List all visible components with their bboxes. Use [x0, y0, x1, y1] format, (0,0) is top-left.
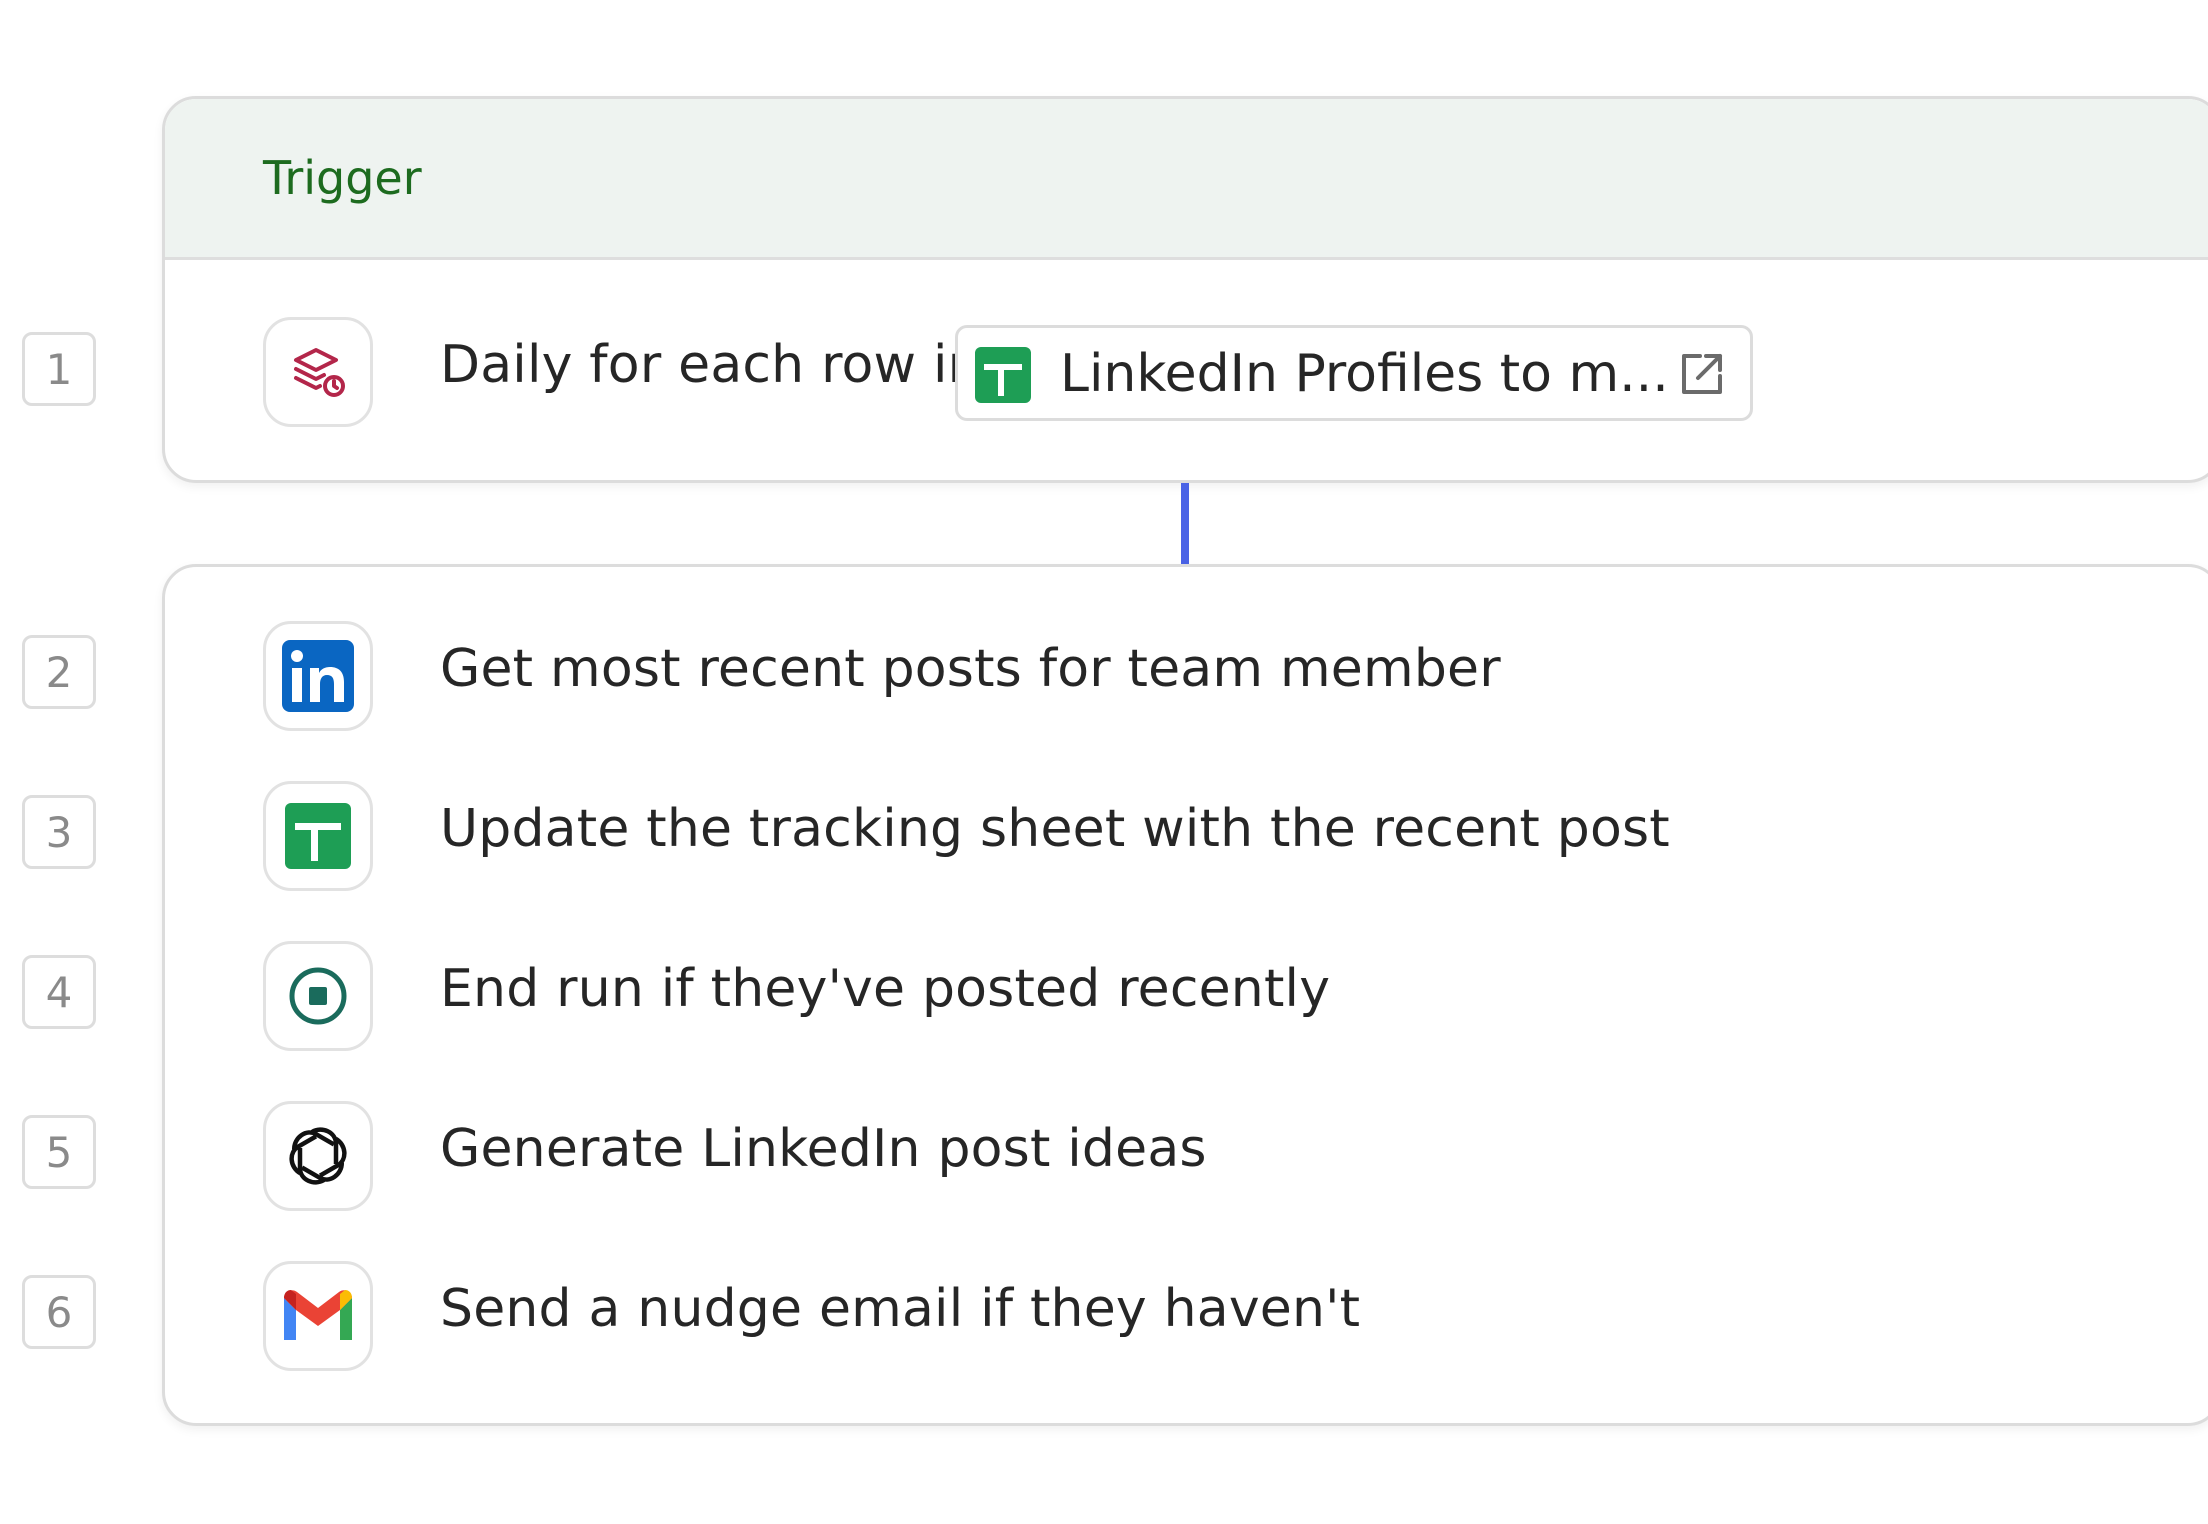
sheet-chip[interactable]: LinkedIn Profiles to m... — [955, 325, 1753, 421]
step-label-4: End run if they've posted recently — [440, 959, 1331, 1019]
trigger-header: Trigger — [165, 99, 2208, 260]
step-number-3: 3 — [22, 795, 96, 869]
openai-icon — [263, 1101, 373, 1211]
step-number-4: 4 — [22, 955, 96, 1029]
stop-circle-icon — [263, 941, 373, 1051]
trigger-card[interactable]: Trigger Daily for each row in — [162, 96, 2208, 483]
step-number-6: 6 — [22, 1275, 96, 1349]
scheduled-layers-icon — [263, 317, 373, 427]
linkedin-icon — [263, 621, 373, 731]
connector-line — [1181, 483, 1189, 564]
gmail-icon — [263, 1261, 373, 1371]
google-sheets-icon — [974, 346, 1032, 408]
open-external-icon[interactable] — [1678, 350, 1726, 402]
step-label-6: Send a nudge email if they haven't — [440, 1279, 1361, 1339]
trigger-title: Trigger — [263, 151, 422, 205]
step-label-5: Generate LinkedIn post ideas — [440, 1119, 1207, 1179]
sheet-chip-label: LinkedIn Profiles to m... — [1060, 344, 1669, 404]
google-sheets-icon — [263, 781, 373, 891]
step-label-3: Update the tracking sheet with the recen… — [440, 799, 1670, 859]
step-number-5: 5 — [22, 1115, 96, 1189]
steps-card: Get most recent posts for team member Up… — [162, 564, 2208, 1426]
step-number-2: 2 — [22, 635, 96, 709]
step-number-1: 1 — [22, 332, 96, 406]
step-label-2: Get most recent posts for team member — [440, 639, 1501, 699]
trigger-text: Daily for each row in — [440, 335, 981, 395]
